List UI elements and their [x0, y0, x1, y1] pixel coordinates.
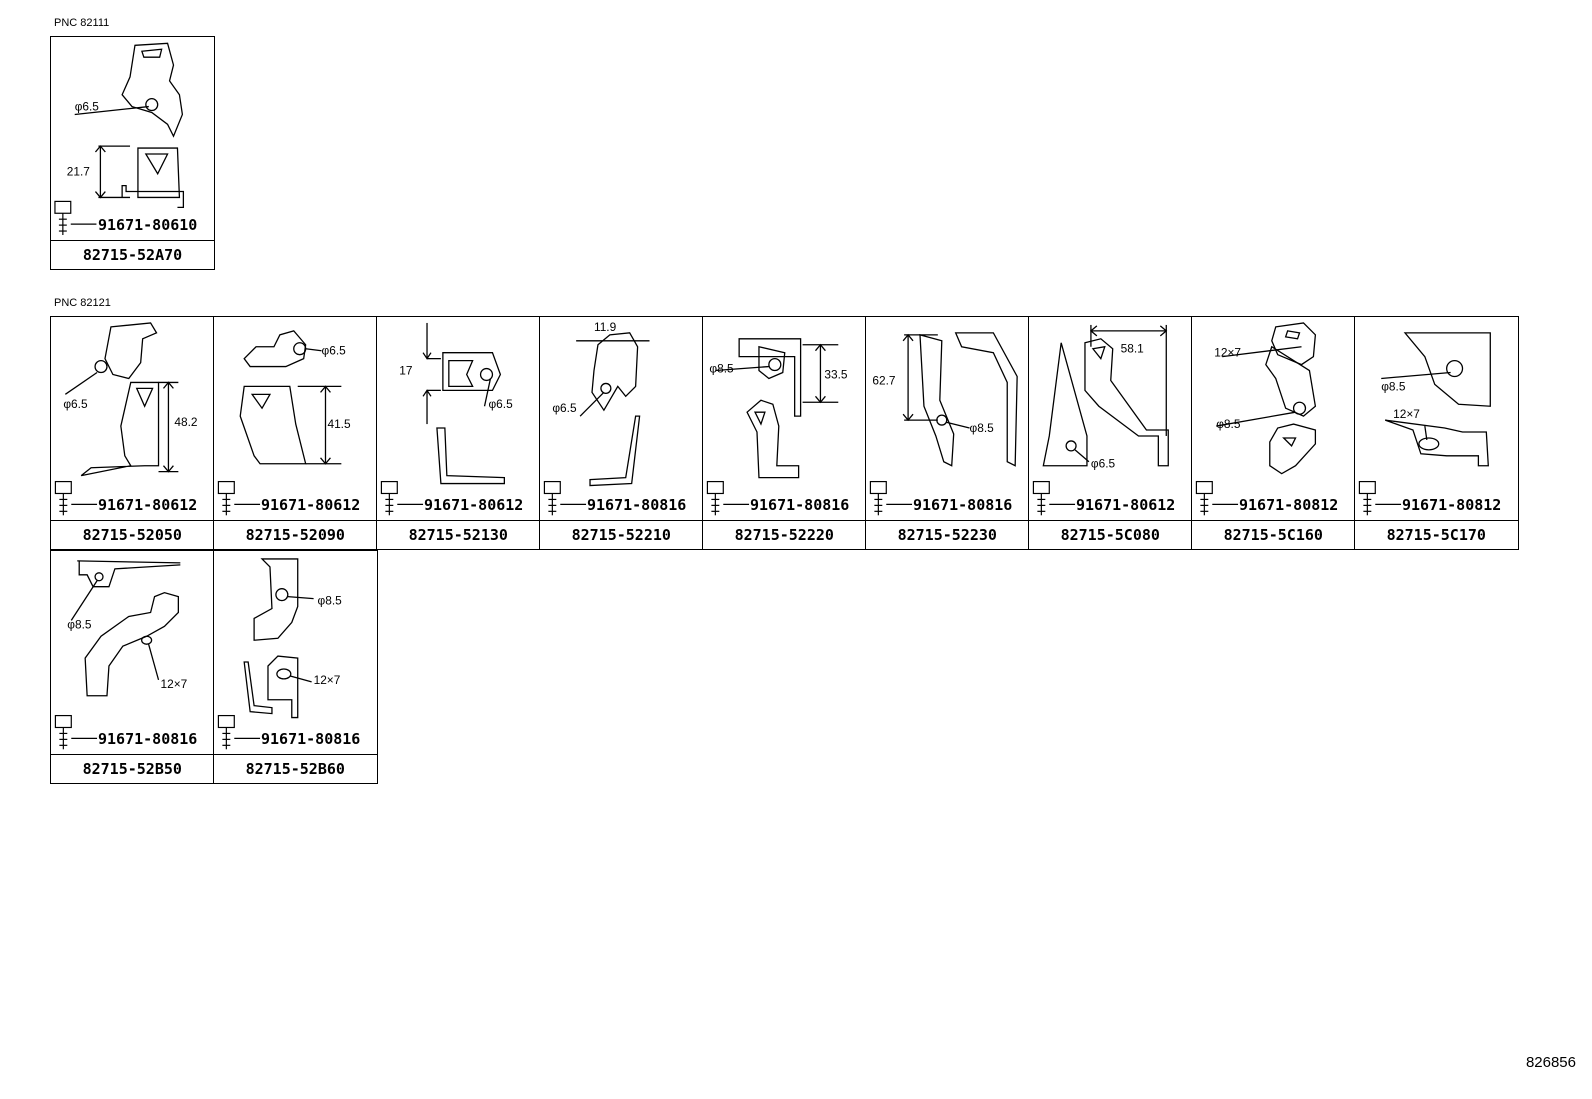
- bolt-part-number: 91671-80612: [1076, 496, 1176, 514]
- dim-label: φ6.5: [488, 397, 513, 411]
- dim-label: 58.1: [1121, 342, 1145, 356]
- part-number[interactable]: 82715-5C170: [1355, 520, 1518, 549]
- bolt-icon: [54, 714, 98, 750]
- dim-label: 48.2: [174, 415, 197, 429]
- bolt-icon: [1195, 480, 1239, 516]
- bolt-icon: [54, 480, 98, 516]
- part-cell[interactable]: φ8.5 12×7 91671-80816 82715-52B60: [213, 550, 378, 784]
- bolt-icon: [1032, 480, 1076, 516]
- bolt-part-number: 91671-80816: [98, 730, 198, 748]
- bracket-drawing: φ6.5 48.2: [54, 322, 198, 516]
- bolt-part-number: 91671-80812: [1402, 496, 1502, 514]
- bolt-part-number: 91671-80816: [587, 496, 687, 514]
- part-number[interactable]: 82715-5C080: [1029, 520, 1192, 549]
- bolt-part-number: 91671-80816: [261, 730, 361, 748]
- dim-label: 62.7: [872, 373, 895, 387]
- dim-label: 12×7: [1393, 407, 1420, 421]
- bracket-drawing: 11.9 φ6.5: [543, 320, 650, 516]
- part-number[interactable]: 82715-5C160: [1192, 520, 1355, 549]
- part-cell[interactable]: φ6.5 48.2 91671-80612 82715-52050: [50, 316, 215, 550]
- part-number[interactable]: 82715-52220: [703, 520, 866, 549]
- bolt-part-number: 91671-80612: [98, 496, 198, 514]
- bracket-drawing: φ8.5 33.5: [706, 338, 848, 516]
- bracket-drawing: 62.7 φ8.5: [869, 332, 1018, 516]
- bolt-part-number: 91671-80816: [750, 496, 850, 514]
- bolt-part-number: 91671-80612: [261, 496, 361, 514]
- dim-label: φ8.5: [1216, 417, 1241, 431]
- bracket-drawing: φ8.5 12×7: [54, 560, 188, 750]
- part-cell[interactable]: 17 φ6.5 91671-80612 82715-52130: [376, 316, 541, 550]
- part-number[interactable]: 82715-52050: [51, 520, 214, 549]
- dim-label: 12×7: [161, 677, 188, 691]
- part-number[interactable]: 82715-52B60: [214, 754, 377, 783]
- bracket-drawing: 58.1 φ6.5: [1032, 324, 1169, 516]
- diagram-code: 826856: [1525, 1054, 1576, 1071]
- bolt-icon: [217, 480, 261, 516]
- bolt-part-number: 91671-80612: [424, 496, 524, 514]
- pnc-label-82111: PNC 82111: [54, 17, 110, 29]
- dim-label: φ6.5: [1091, 457, 1116, 471]
- part-cell[interactable]: 11.9 φ6.5 91671-80816 82715-52210: [539, 316, 704, 550]
- bolt-icon: [706, 480, 750, 516]
- bolt-icon: [1358, 480, 1402, 516]
- part-cell[interactable]: 58.1 φ6.5 91671-80612 82715-5C080: [1028, 316, 1193, 550]
- dim-label: φ8.5: [709, 362, 734, 376]
- bolt-part-number: 91671-80610: [98, 216, 198, 234]
- bolt-icon: [543, 480, 587, 516]
- part-cell[interactable]: φ8.5 12×7 91671-80816 82715-52B50: [50, 550, 215, 784]
- dim-label: 11.9: [594, 320, 617, 334]
- bolt-part-number: 91671-80816: [913, 496, 1013, 514]
- bracket-drawing: φ6.5 21.7: [54, 42, 185, 235]
- bracket-drawing: φ8.5 12×7: [217, 558, 343, 750]
- bracket-drawing: φ8.5 12×7: [1358, 332, 1491, 516]
- part-number[interactable]: 82715-52210: [540, 520, 703, 549]
- bolt-icon: [380, 480, 424, 516]
- dim-label: 12×7: [314, 673, 341, 687]
- bracket-drawing: 17 φ6.5: [380, 322, 513, 516]
- part-number[interactable]: 82715-52090: [214, 520, 377, 549]
- dim-label: φ8.5: [67, 617, 92, 631]
- bolt-icon: [217, 714, 261, 750]
- dim-label: φ8.5: [1381, 379, 1406, 393]
- part-cell[interactable]: φ8.5 12×7 91671-80812 82715-5C170: [1354, 316, 1519, 550]
- part-cell[interactable]: 12×7 φ8.5 91671-80812 82715-5C160: [1191, 316, 1356, 550]
- part-number[interactable]: 82715-52B50: [51, 754, 214, 783]
- part-cell-52A70[interactable]: φ6.5 21.7 91671-80610 82715-52A70: [50, 36, 215, 270]
- part-number[interactable]: 82715-52230: [866, 520, 1029, 549]
- part-number[interactable]: 82715-52130: [377, 520, 540, 549]
- dim-label: φ8.5: [318, 594, 343, 608]
- dim-diameter: φ6.5: [75, 100, 100, 114]
- bolt-icon: [54, 200, 97, 235]
- dim-label: 12×7: [1214, 346, 1241, 360]
- dim-label: φ6.5: [552, 401, 577, 415]
- dim-label: φ8.5: [970, 421, 995, 435]
- bolt-icon: [869, 480, 913, 516]
- dim-label: 33.5: [824, 367, 848, 381]
- part-cell[interactable]: φ6.5 41.5 91671-80612 82715-52090: [213, 316, 378, 550]
- bolt-part-number: 91671-80812: [1239, 496, 1339, 514]
- bracket-drawing: 12×7 φ8.5: [1195, 322, 1317, 516]
- part-cell[interactable]: 62.7 φ8.5 91671-80816 82715-52230: [865, 316, 1030, 550]
- dim-length: 21.7: [67, 165, 90, 179]
- bracket-drawing: φ6.5 41.5: [217, 330, 351, 516]
- pnc-label-82121: PNC 82121: [54, 297, 111, 309]
- part-number[interactable]: 82715-52A70: [51, 240, 214, 269]
- part-cell[interactable]: φ8.5 33.5 91671-80816 82715-52220: [702, 316, 867, 550]
- dim-label: 17: [399, 364, 412, 378]
- dim-label: φ6.5: [322, 344, 347, 358]
- dim-label: 41.5: [327, 417, 351, 431]
- dim-label: φ6.5: [63, 397, 88, 411]
